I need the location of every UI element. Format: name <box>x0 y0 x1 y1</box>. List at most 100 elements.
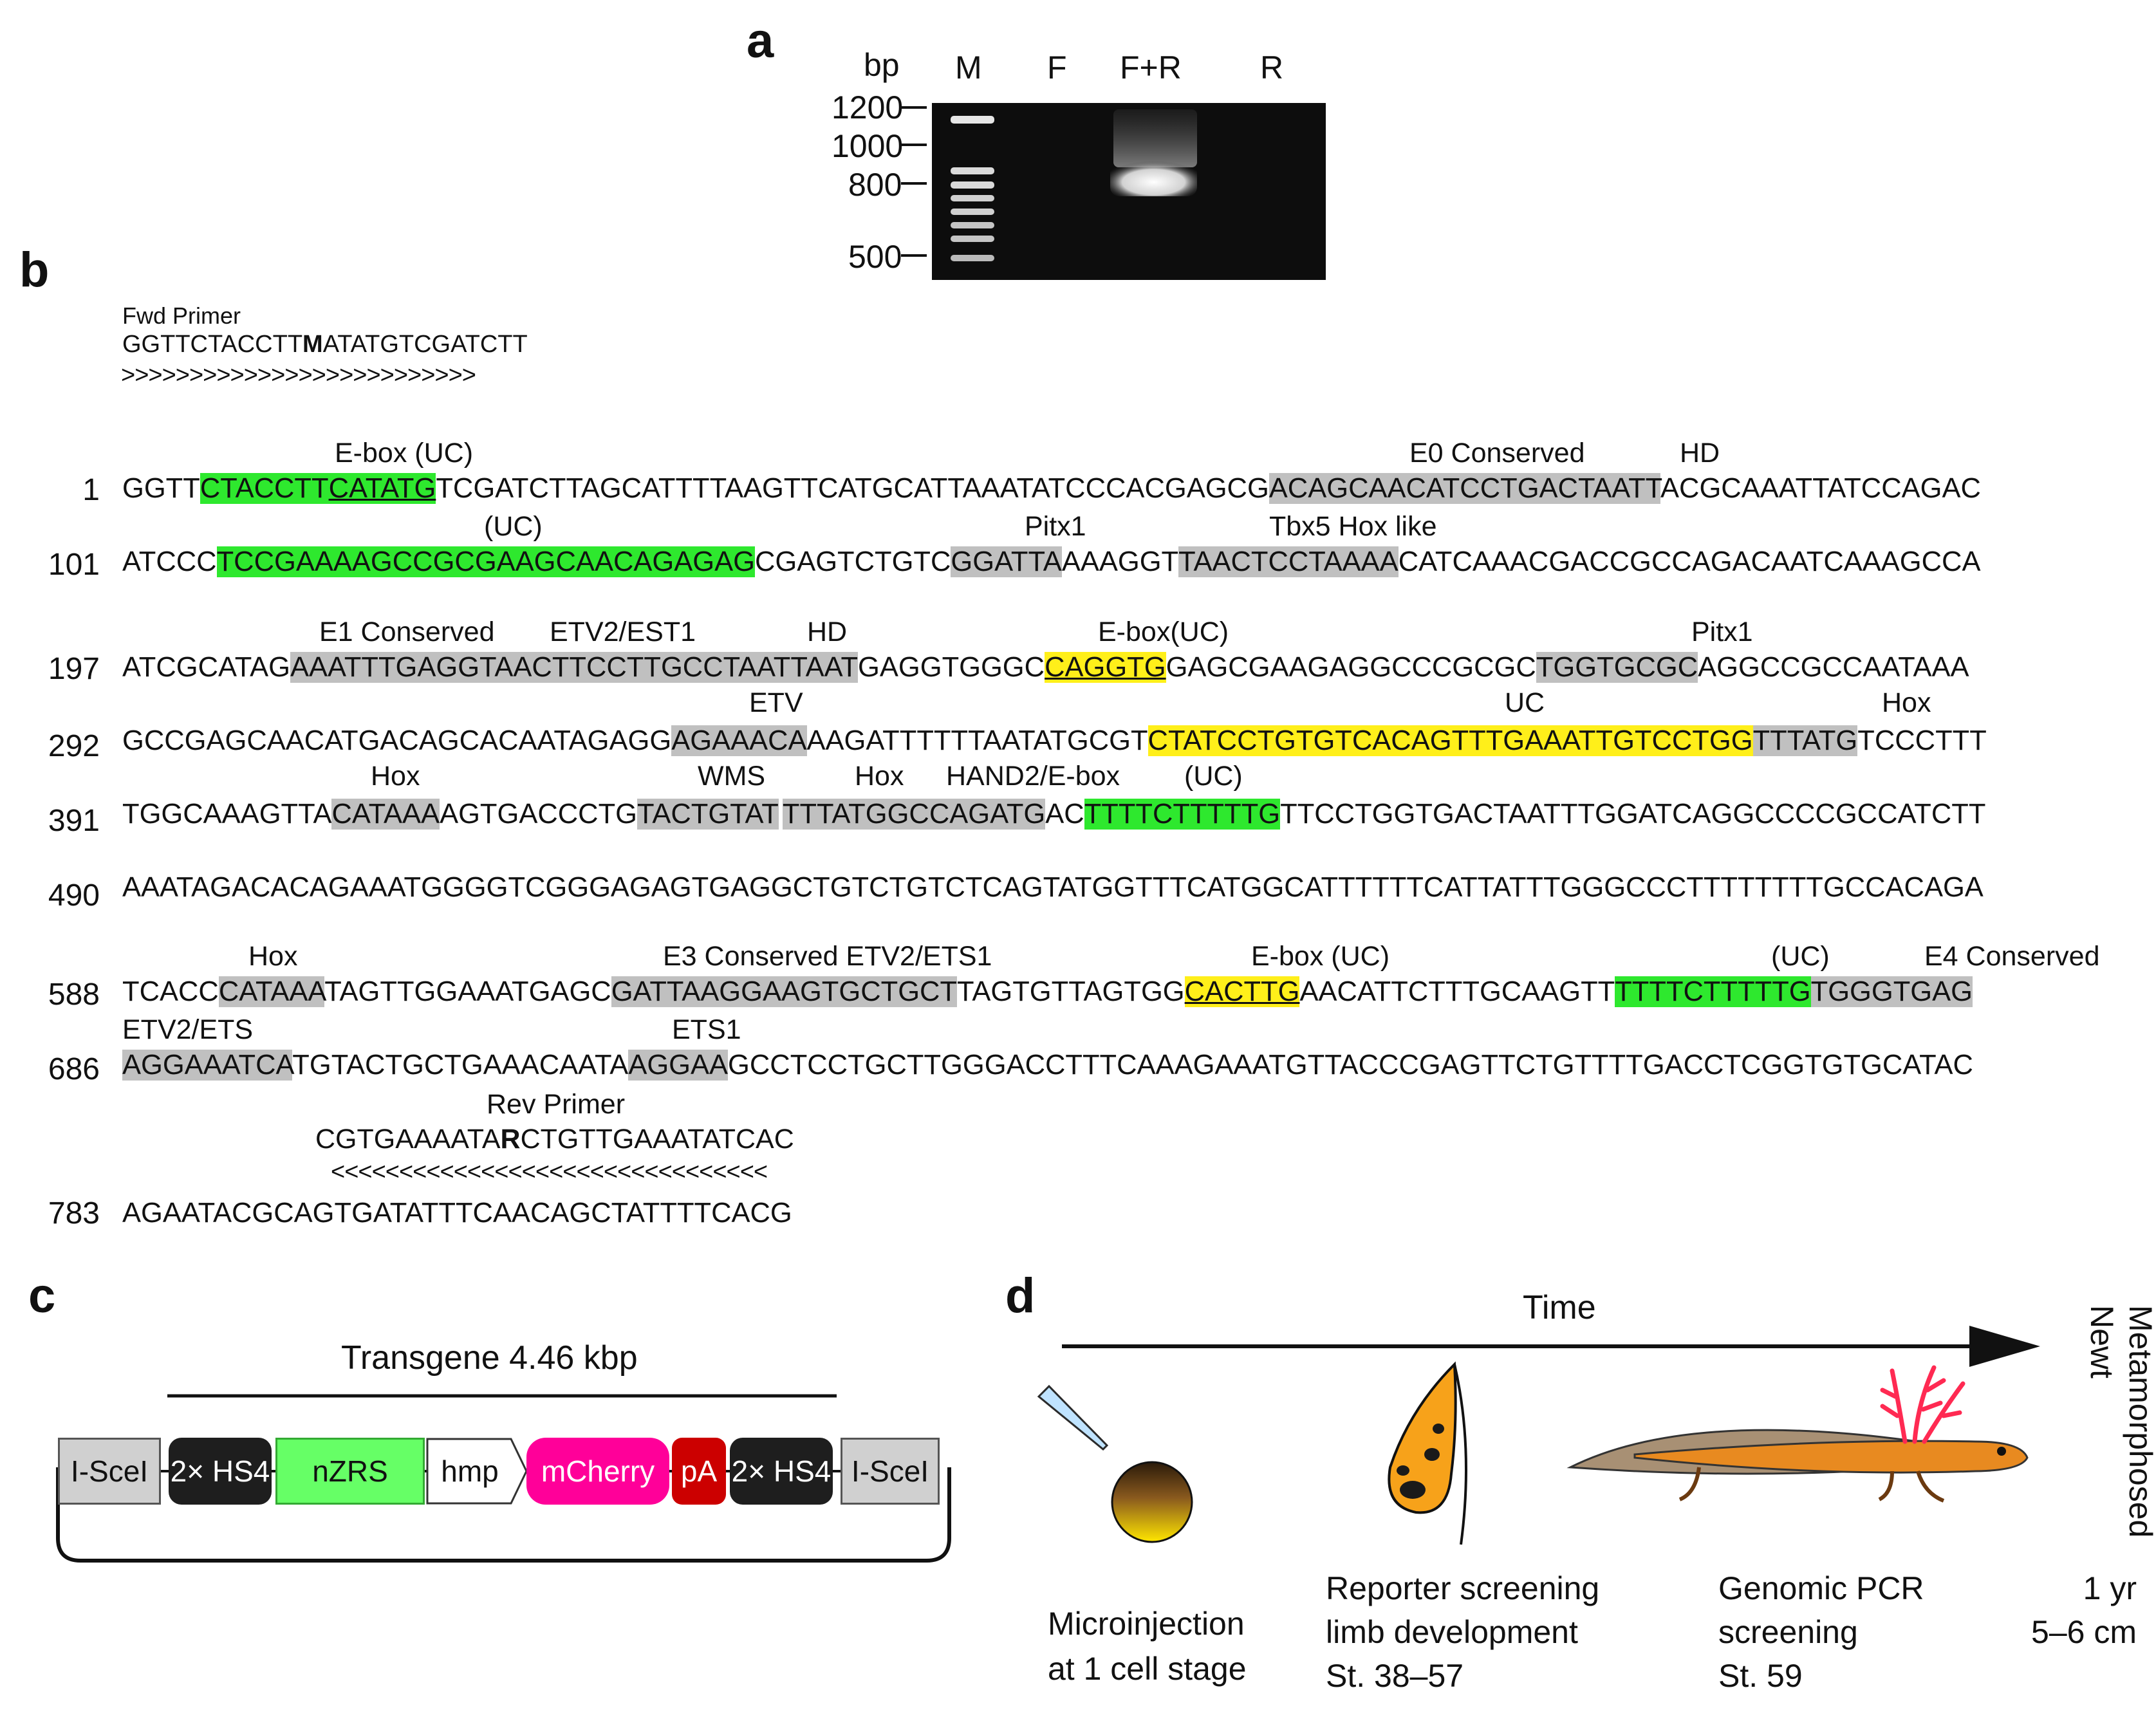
rev-primer-title: Rev Primer <box>487 1089 626 1120</box>
ann-ebox-uc: E-box(UC) <box>1098 617 1229 647</box>
line-number: 197 <box>48 652 100 686</box>
stage-3-line-1: Genomic PCR <box>1718 1570 1924 1606</box>
seq-highlight-grey: TTTATG <box>782 799 887 830</box>
final-stage-label: Metamorphosed Newt <box>2084 1305 2156 1575</box>
stage-3-line-3: St. 59 <box>1718 1658 1803 1694</box>
seq-highlight-grey: AAATTTGAGGTAACTTCCTTGCCTAATTAAT <box>290 652 859 683</box>
ann-uc: UC <box>1505 687 1545 718</box>
sequence-line-2: ATCCCTCCGAAAAGCCGCGAAGCAACAGAGAGCGAGTCTG… <box>122 543 1980 580</box>
seq-segment: GGTT <box>122 473 200 504</box>
stage-3-line-2: screening <box>1718 1614 1858 1650</box>
seq-segment: AACATTCTTTGCAAGTT <box>1299 976 1615 1007</box>
seq-highlight-grey: AGGAAATCA <box>122 1050 293 1081</box>
seq-segment: AGGCCGCCAATAAA <box>1698 652 1969 683</box>
fwd-primer-arrows: >>>>>>>>>>>>>>>>>>>>>>>>>> <box>121 362 476 389</box>
seq-highlight-grey: GCCAGATG <box>887 799 1046 830</box>
seq-highlight-grey: AGGAA <box>628 1050 729 1081</box>
seq-segment: AC <box>1045 799 1084 830</box>
ann-hox: Hox <box>1882 687 1931 718</box>
ann-etv: ETV <box>749 687 803 718</box>
stage-4-label: 1 yr 5–6 cm <box>2021 1566 2137 1654</box>
gills-icon <box>1880 1365 1965 1444</box>
seq-highlight-green: TTTTCTTTTTG <box>1615 976 1811 1007</box>
sequence-line-1: GGTTCTACCTTCATATGTCGATCTTAGCATTTTAAGTTCA… <box>122 470 1981 507</box>
seq-segment: TGGCAAAGTTA <box>122 799 332 830</box>
line-number: 490 <box>48 878 100 913</box>
sequence-line-6: AAATAGACACAGAAATGGGGTCGGGAGAGTGAGGCTGTCT… <box>122 869 1984 906</box>
marker-800: 800 <box>848 167 902 203</box>
seq-segment: TTCCTGGTGACTAATTTGGATCAGGCCCCGCCATCTT <box>1280 799 1986 830</box>
ann-e3-conserved-etv2-ets1: E3 Conserved ETV2/ETS1 <box>663 941 992 972</box>
seq-segment: TCACC <box>122 976 219 1007</box>
ann-uc: (UC) <box>484 511 543 542</box>
seq-segment: AGAATACGCAGTGATATTTCAACAGCTATTTTCACG <box>122 1198 792 1229</box>
sequence-line-7: TCACCCATAAATAGTTGGAAATGAGCGATTAAGGAAGTGC… <box>122 973 1973 1010</box>
hs4-insulator-right: 2× HS4 <box>730 1438 833 1505</box>
line-number: 292 <box>48 729 100 763</box>
newt-label: Newt <box>2084 1305 2120 1378</box>
line-number: 1 <box>82 473 100 507</box>
fwd-primer-title: Fwd Primer <box>122 302 241 329</box>
panel-a-letter: a <box>747 14 774 68</box>
rev-primer-part: CGTGAAAATA <box>315 1124 501 1155</box>
seq-segment: AAAGGT <box>1061 546 1179 577</box>
seq-segment: AAGATTTTTTAATATGCGT <box>806 725 1148 756</box>
seq-segment: CGAGTCTGTC <box>754 546 951 577</box>
gel-bp-label: bp <box>864 47 900 83</box>
ann-ebox-uc: E-box (UC) <box>1251 941 1390 972</box>
line-number: 391 <box>48 804 100 838</box>
stage-2-line-1: Reporter screening <box>1326 1570 1600 1606</box>
lane-label-f-plus-r: F+R <box>1120 50 1182 86</box>
marker-1000: 1000 <box>832 128 904 164</box>
seq-highlight-grey: TACTGTAT <box>637 799 779 830</box>
seq-highlight-grey: TAACTCCTAAAA <box>1178 546 1399 577</box>
ann-wms: WMS <box>698 761 766 792</box>
stage-2-line-2: limb development <box>1326 1614 1578 1650</box>
seq-highlight-green: TCCGAAAAGCCGCGAAGCAACAGAGAG <box>216 546 755 577</box>
ann-e0-conserved: E0 Conserved <box>1409 438 1585 469</box>
seq-highlight-grey: TGGGTGAG <box>1810 976 1973 1007</box>
stage-3-label: Genomic PCR screening St. 59 <box>1718 1566 1924 1698</box>
transgene-span-line <box>167 1394 837 1398</box>
seq-highlight-green-underlined: CATATG <box>328 473 436 504</box>
ann-ebox-uc: E-box (UC) <box>335 438 474 469</box>
sequence-line-8: AGGAAATCATGTACTGCTGAAACAATAAGGAAGCCTCCTG… <box>122 1046 1973 1084</box>
seq-segment: TAGTGTTAGTGG <box>957 976 1185 1007</box>
fwd-primer-sequence: GGTTCTACCTTMATATGTCGATCTT <box>122 331 528 358</box>
microinjection-illustration <box>1037 1384 1193 1543</box>
pcr-product-band <box>1110 161 1197 196</box>
hmp-promoter: hmp <box>441 1454 499 1488</box>
line-number: 588 <box>48 978 100 1012</box>
seq-highlight-green: TTTTCTTTTTG <box>1084 799 1281 830</box>
ladder-bands <box>951 116 994 261</box>
seq-segment: TAGTTGGAAATGAGC <box>324 976 611 1007</box>
gel-image <box>901 103 1326 280</box>
seq-highlight-grey: GATTAAGGAAGTGCTGCT <box>611 976 958 1007</box>
seq-segment: GCCGAGCAACATGACAGCACAATAGAGG <box>122 725 672 756</box>
fwd-primer-degenerate: M <box>302 331 323 358</box>
seq-segment: CATCAAACGACCGCCAGACAATCAAAGCCA <box>1398 546 1981 577</box>
ann-uc: (UC) <box>1184 761 1243 792</box>
seq-highlight-yellow: CTATCCTGTGTCACAGTTTGAAATTGTCCTGG <box>1148 725 1753 756</box>
seq-segment: AGTGACCCTG <box>440 799 637 830</box>
rev-primer-arrows: <<<<<<<<<<<<<<<<<<<<<<<<<<<<<<<< <box>331 1158 768 1185</box>
seq-highlight-grey: CATAAA <box>331 799 440 830</box>
line-number: 783 <box>48 1196 100 1230</box>
ann-hox: Hox <box>855 761 904 792</box>
stage-4-line-1: 1 yr <box>2083 1570 2137 1606</box>
ann-e4-conserved: E4 Conserved <box>1924 941 2100 972</box>
panel-c-letter: c <box>28 1268 56 1323</box>
time-arrow <box>1062 1326 2040 1367</box>
line-number: 686 <box>48 1052 100 1086</box>
larva-illustration <box>1566 1365 2029 1503</box>
stage-2-line-3: St. 38–57 <box>1326 1658 1464 1694</box>
ann-tbx5-hox-like: Tbx5 Hox like <box>1269 511 1437 542</box>
stage-1-line-2: at 1 cell stage <box>1048 1651 1247 1687</box>
ann-hand2-ebox: HAND2/E-box <box>946 761 1120 792</box>
time-axis-label: Time <box>1523 1289 1596 1326</box>
ann-hox: Hox <box>371 761 420 792</box>
pcr-product-smear <box>1113 109 1197 167</box>
seq-segment: TGTACTGCTGAAACAATA <box>292 1050 629 1081</box>
seq-segment: GAGGTGGGC <box>858 652 1045 683</box>
